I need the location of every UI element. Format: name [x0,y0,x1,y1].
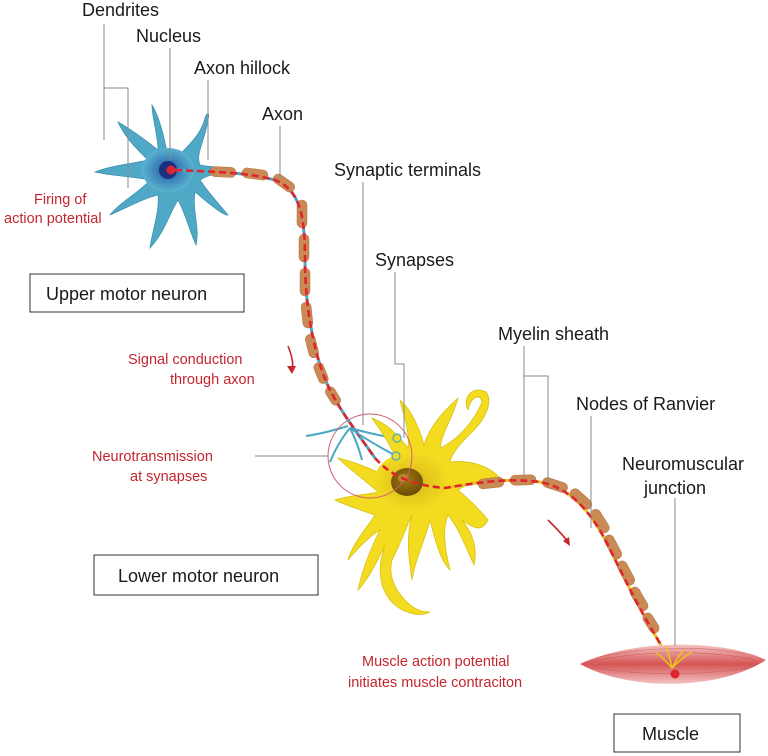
lower-nucleus [391,468,423,496]
annotation-muscle-ap-1: Muscle action potential [362,654,510,670]
annotation-signal-2: through axon [170,372,255,388]
lower-motor-neuron [327,389,501,615]
lower-signal-path [374,457,674,669]
lower-axon-fiber [444,478,674,669]
box-muscle: Muscle [613,713,741,753]
label-nmj-line2: junction [643,478,706,498]
box-muscle-label: Muscle [642,724,699,744]
synapse-bouton-2 [391,451,401,461]
label-nucleus: Nucleus [136,26,201,46]
signal-direction-arrow-1 [287,345,296,374]
annotation-muscle-ap-2: initiates muscle contraciton [348,675,522,691]
label-nodes-of-ranvier: Nodes of Ranvier [576,394,715,414]
lower-myelin-sheath [477,474,660,634]
upper-signal-path [174,168,377,459]
box-lower-motor-neuron: Lower motor neuron [93,554,319,596]
upper-axon [174,166,377,459]
box-upper-label: Upper motor neuron [46,284,207,304]
leader-lines [103,24,676,646]
label-axon: Axon [262,104,303,124]
annotation-neurotrans-2: at synapses [130,469,207,485]
label-dendrites: Dendrites [82,0,159,20]
upper-motor-neuron [93,103,233,250]
firing-point [166,165,176,175]
annotation-neurotrans-1: Neurotransmission [92,449,213,465]
label-synapses: Synapses [375,250,454,270]
box-upper-motor-neuron: Upper motor neuron [29,273,245,313]
annotation-firing-1: Firing of [34,192,87,208]
label-nmj-line1: Neuromuscular [622,454,744,474]
annotation-firing-2: action potential [4,211,102,227]
synapse-bouton-1 [392,433,402,443]
lower-axon [374,457,674,669]
label-myelin-sheath: Myelin sheath [498,324,609,344]
nmj-terminal [654,645,693,669]
label-axon-hillock: Axon hillock [194,58,291,78]
annotation-signal-1: Signal conduction [128,352,242,368]
signal-direction-arrow-2 [547,519,570,546]
muscle [580,644,766,684]
muscle-ap-point [670,669,680,679]
label-synaptic-terminals: Synaptic terminals [334,160,481,180]
box-lower-label: Lower motor neuron [118,566,279,586]
